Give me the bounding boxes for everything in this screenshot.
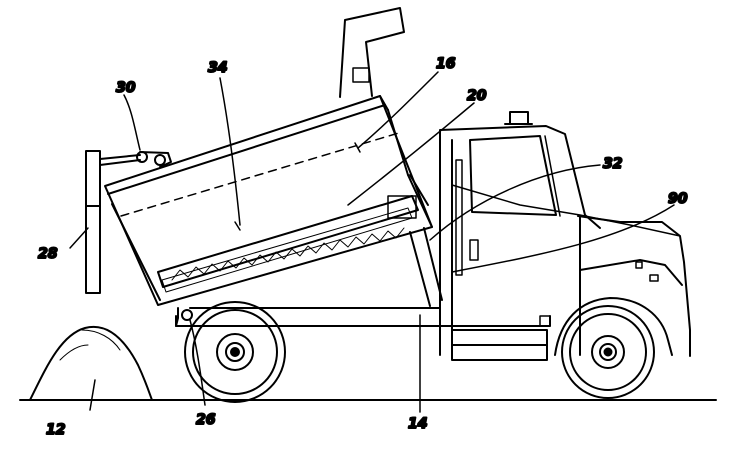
label-34: 34 (208, 60, 227, 76)
label-28: 28 (38, 246, 58, 262)
rear-gate (85, 150, 172, 294)
label-16: 16 (436, 56, 456, 72)
dump-body (104, 7, 433, 306)
label-26: 26 (196, 412, 216, 428)
label-30: 30 (116, 80, 136, 96)
label-32: 32 (603, 156, 622, 172)
label-14: 14 (408, 416, 427, 432)
auger-conveyor (157, 174, 429, 293)
material-pile (29, 325, 153, 401)
label-90: 90 (668, 191, 688, 207)
label-20: 20 (467, 88, 487, 104)
truck-cab (439, 111, 691, 361)
lift-cylinder (409, 227, 443, 307)
front-wheel (561, 305, 655, 399)
rear-wheel (184, 301, 286, 403)
label-12: 12 (46, 422, 65, 438)
leader-lines (69, 71, 675, 413)
